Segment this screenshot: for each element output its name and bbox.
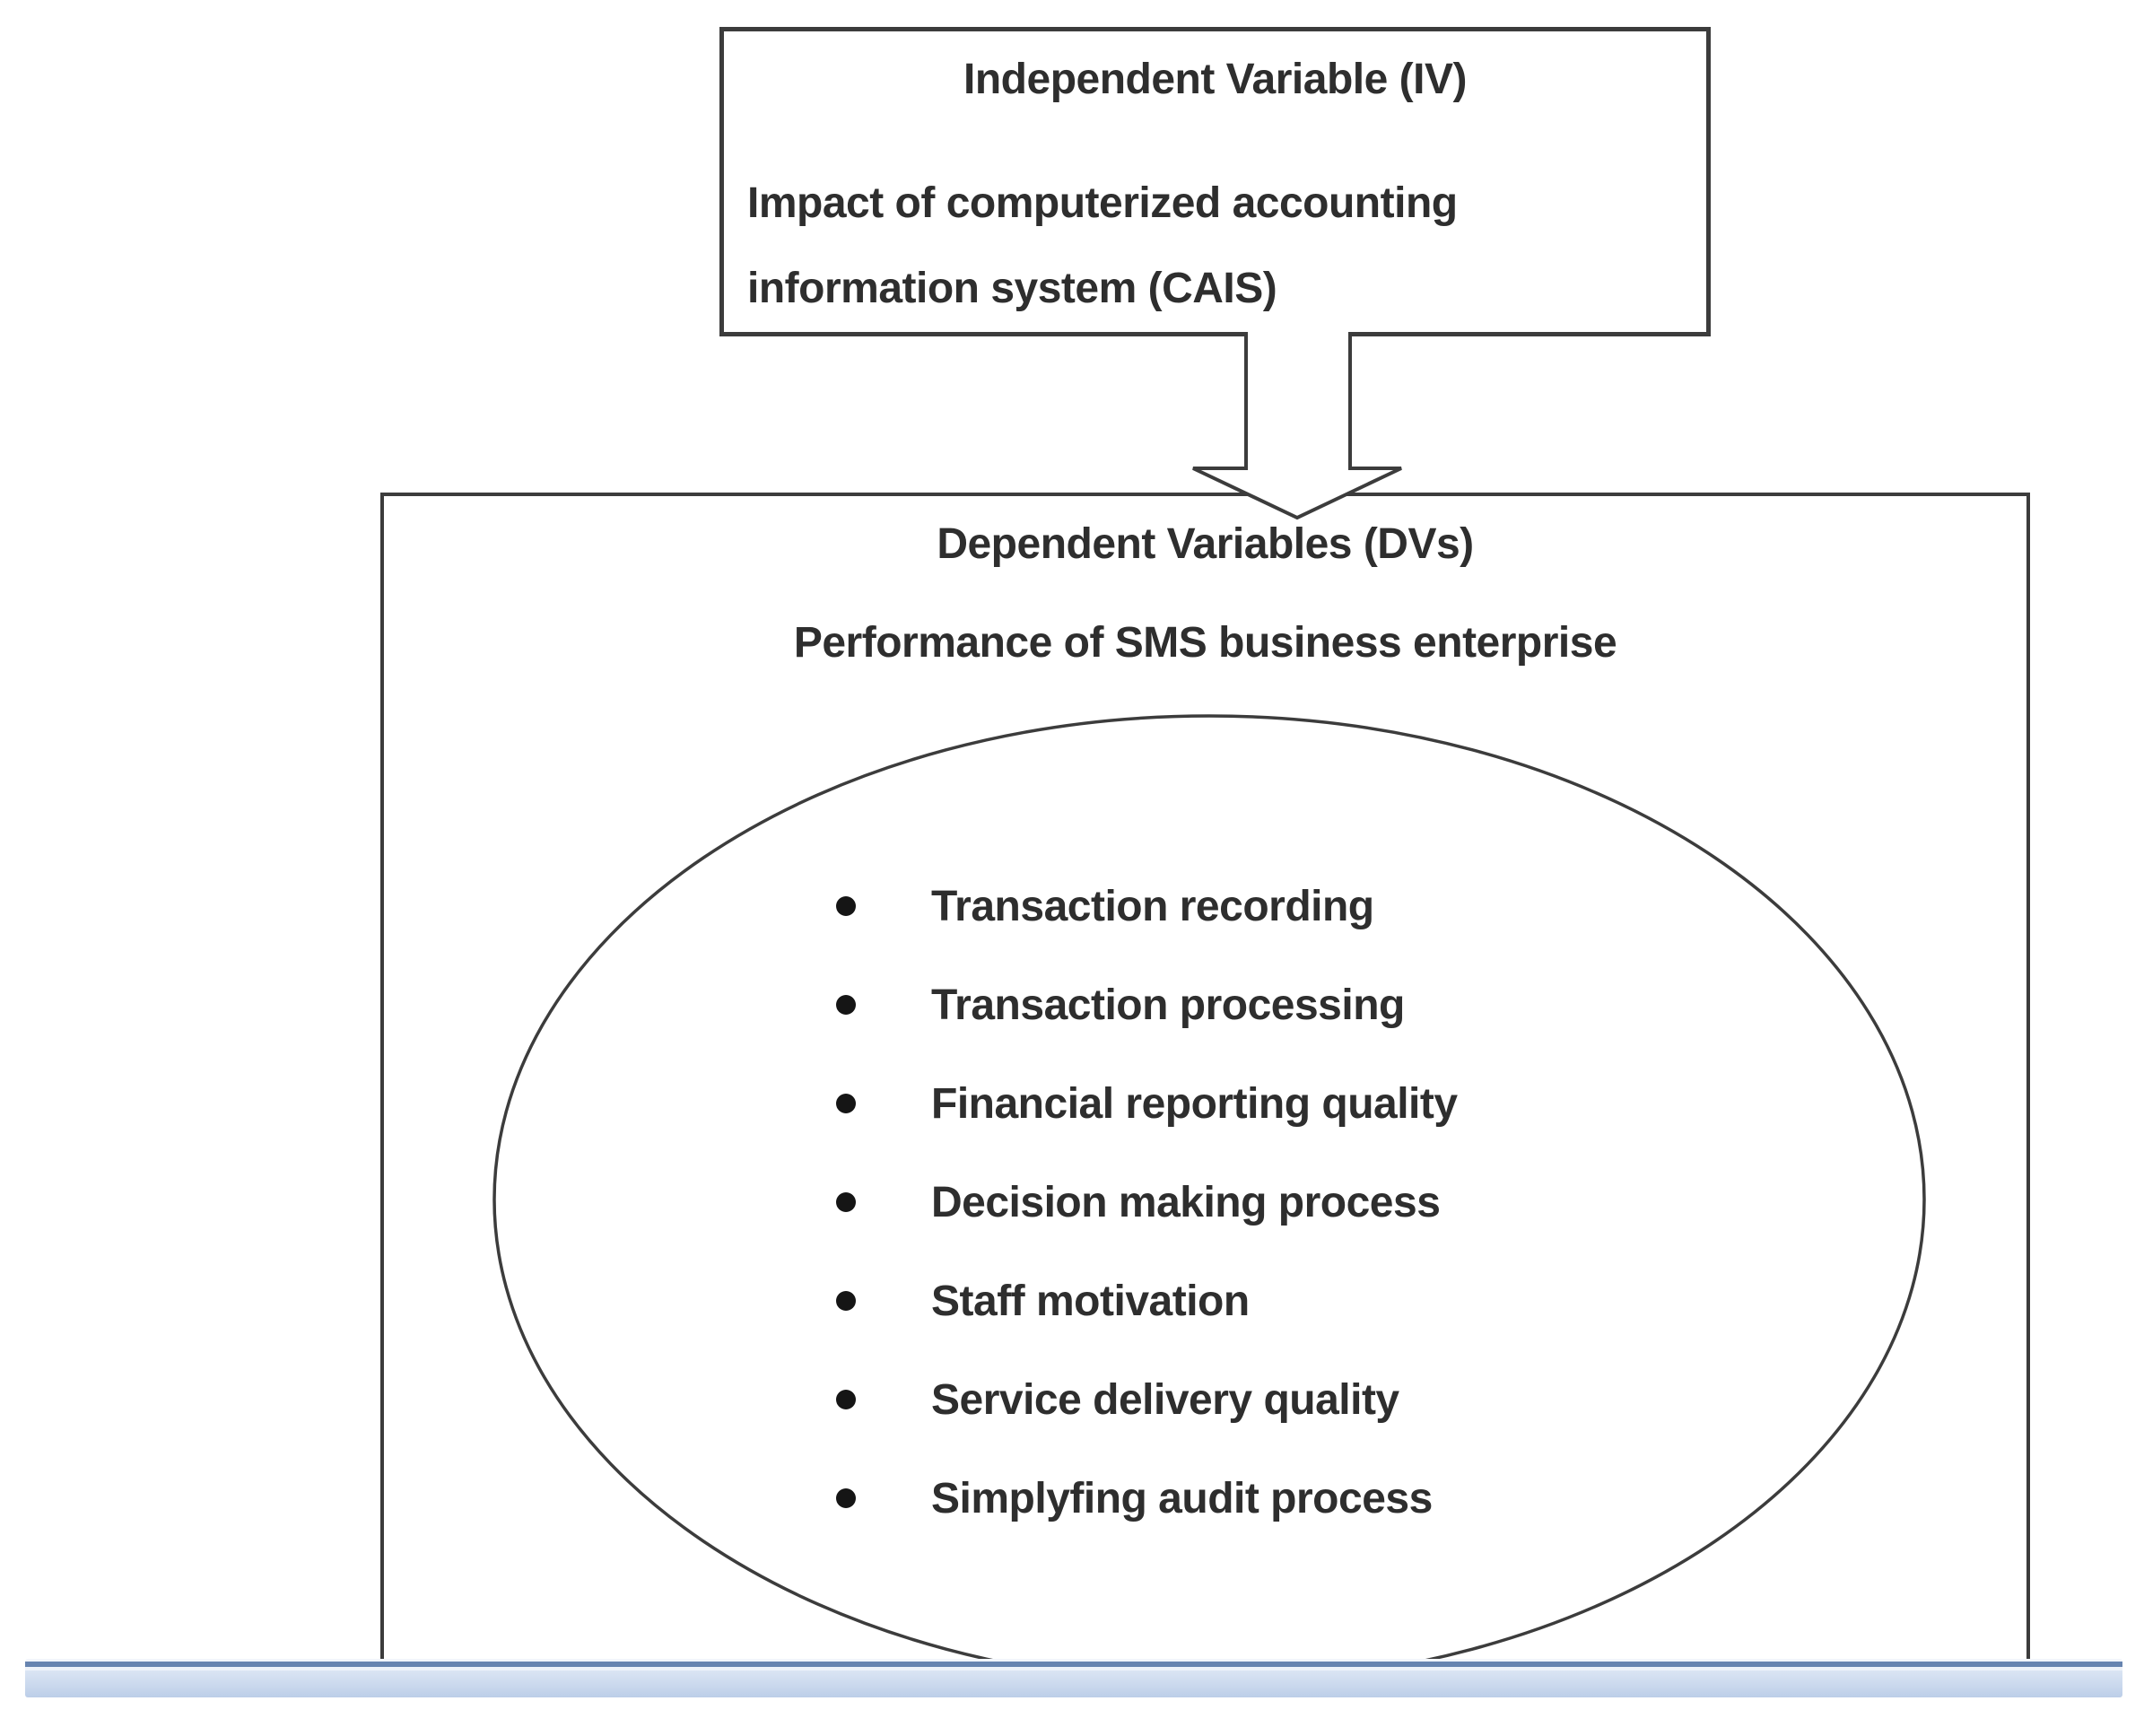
- list-item: Staff motivation: [836, 1252, 1458, 1350]
- list-item-label: Decision making process: [931, 1178, 1441, 1226]
- list-item-label: Financial reporting quality: [931, 1079, 1458, 1128]
- dv-box-subtitle: Performance of SMS business enterprise: [793, 619, 1617, 667]
- iv-box-body-line2: information system (CAIS): [747, 265, 1277, 312]
- bullet-icon: [836, 896, 856, 916]
- bullet-icon: [836, 1192, 856, 1212]
- down-arrow-icon: [1192, 334, 1402, 520]
- horizontal-scrollbar-strip[interactable]: [25, 1659, 2122, 1697]
- dv-box-title: Dependent Variables (DVs): [937, 520, 1474, 568]
- list-item-label: Staff motivation: [931, 1277, 1250, 1325]
- list-item: Simplyfing audit process: [836, 1449, 1458, 1548]
- bullet-icon: [836, 1291, 856, 1311]
- bullet-icon: [836, 1094, 856, 1113]
- list-item: Service delivery quality: [836, 1350, 1458, 1449]
- bullet-icon: [836, 1488, 856, 1508]
- list-item: Transaction recording: [836, 857, 1458, 955]
- independent-variable-box: Independent Variable (IV) Impact of comp…: [719, 27, 1711, 336]
- list-item: Financial reporting quality: [836, 1054, 1458, 1153]
- list-item-label: Simplyfing audit process: [931, 1474, 1433, 1522]
- list-item: Decision making process: [836, 1153, 1458, 1252]
- iv-box-body: Impact of computerized accounting inform…: [724, 161, 1706, 331]
- bullet-icon: [836, 995, 856, 1015]
- list-item-label: Service delivery quality: [931, 1375, 1399, 1424]
- performance-indicator-list: Transaction recording Transaction proces…: [836, 857, 1458, 1548]
- list-item: Transaction processing: [836, 955, 1458, 1054]
- iv-box-body-line1: Impact of computerized accounting: [747, 179, 1458, 227]
- list-item-label: Transaction processing: [931, 981, 1405, 1029]
- list-item-label: Transaction recording: [931, 882, 1374, 930]
- iv-box-title: Independent Variable (IV): [963, 56, 1467, 103]
- bullet-icon: [836, 1390, 856, 1409]
